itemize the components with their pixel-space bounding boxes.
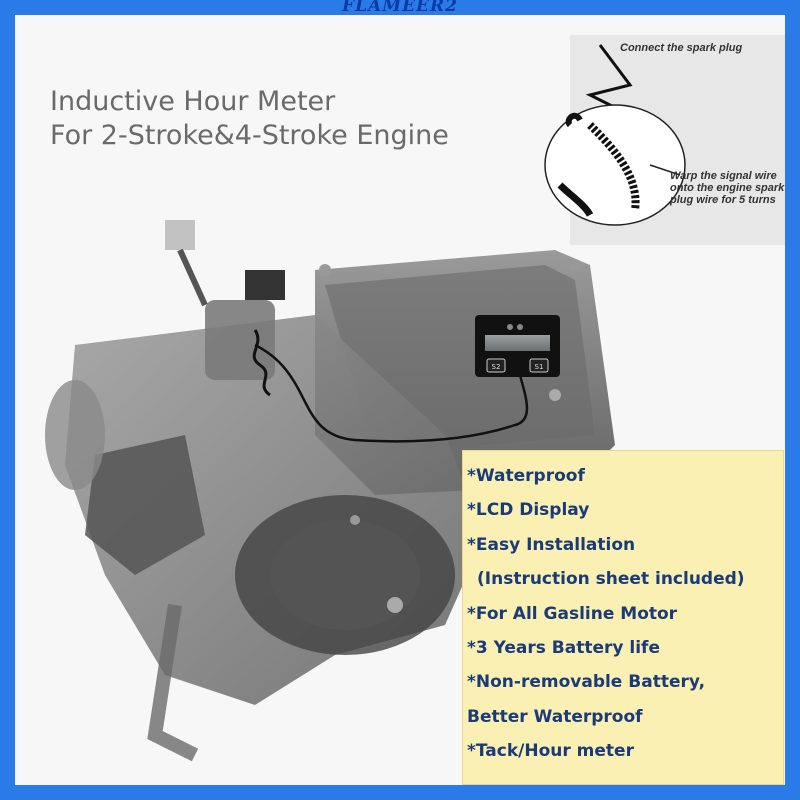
installation-diagram [544,35,785,245]
meter-button-s2: S2 [492,363,501,371]
inset-caption-side: Warp the signal wire onto the engine spa… [670,170,785,206]
installation-inset: Connect the spark plug Warp the signal w… [530,25,785,250]
title-line-1: Inductive Hour Meter [50,86,336,117]
feature-item: *LCD Display [467,500,590,521]
feature-item: *Waterproof [467,466,585,486]
feature-item: (Instruction sheet included) [477,569,745,590]
product-image: S2 S1 Inductive Hour Meter For 2-Stroke&… [15,15,785,785]
feature-item: *3 Years Battery life [467,637,660,658]
feature-item: Better Waterproof [467,706,643,727]
product-title: Inductive Hour Meter For 2-Stroke&4-Stro… [50,85,449,153]
feature-item: *Tack/Hour meter [467,741,634,762]
inset-caption-top: Connect the spark plug [620,42,743,54]
engine-illustration: S2 S1 [45,220,615,762]
brand-watermark: FLAMEER2 [342,0,458,16]
feature-item: *For All Gasline Motor [467,603,678,624]
title-line-2: For 2-Stroke&4-Stroke Engine [50,120,449,151]
feature-item: *Easy Installation [467,534,636,555]
feature-list: *Waterproof *LCD Display *Easy Installat… [462,450,784,785]
feature-item: *Non-removable Battery, [467,672,706,693]
hour-meter-device: S2 S1 [475,315,560,377]
meter-button-s1: S1 [535,363,544,371]
